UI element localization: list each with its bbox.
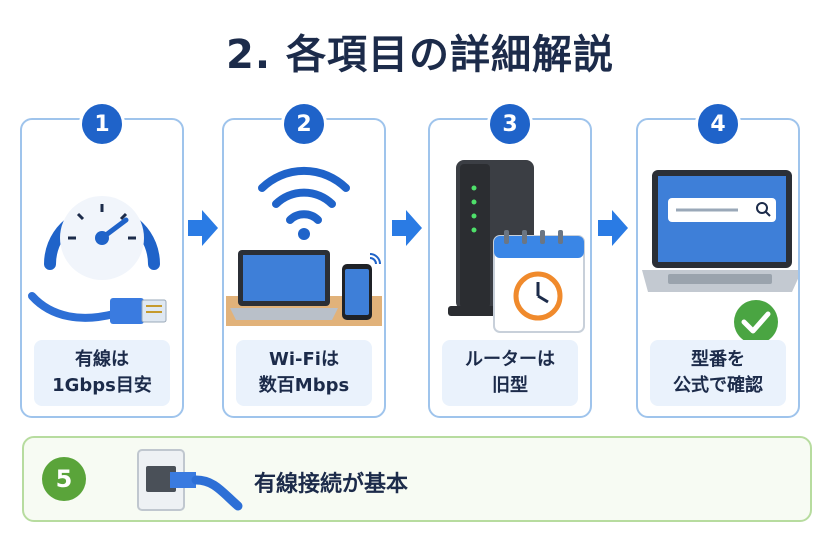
step-number-badge: 4 (698, 104, 738, 144)
arrow-right-icon (188, 210, 218, 246)
step-number-badge: 3 (490, 104, 530, 144)
arrow-right-icon (598, 210, 628, 246)
arrow-right-icon (392, 210, 422, 246)
step-caption: ルーターは 旧型 (442, 340, 578, 406)
step-caption: 有線は 1Gbps目安 (34, 340, 170, 406)
laptop-search-check-icon (642, 170, 798, 344)
step-card-4: 4 型番を 公式で確認 (636, 104, 800, 418)
wifi-laptop-phone-icon (226, 166, 382, 326)
summary-panel: 5 有線接続が基本 (22, 436, 812, 522)
step-card-1: 1 有線は 1Gbps目安 (20, 104, 184, 418)
speedometer-cable-icon (28, 196, 167, 324)
step-number-badge: 5 (42, 457, 86, 501)
summary-text: 有線接続が基本 (254, 472, 409, 497)
step-card-2: 2 Wi-Fiは 数百Mbps (222, 104, 386, 418)
page-title: 2. 各項目の詳細解説 (226, 32, 614, 78)
step-card-3: 3 ルーターは 旧型 (428, 104, 592, 418)
step-number-badge: 1 (82, 104, 122, 144)
ethernet-port-icon (137, 449, 243, 511)
step-number-badge: 2 (284, 104, 324, 144)
router-calendar-icon (448, 160, 585, 333)
step-caption: Wi-Fiは 数百Mbps (236, 340, 372, 406)
step-caption: 型番を 公式で確認 (650, 340, 786, 406)
